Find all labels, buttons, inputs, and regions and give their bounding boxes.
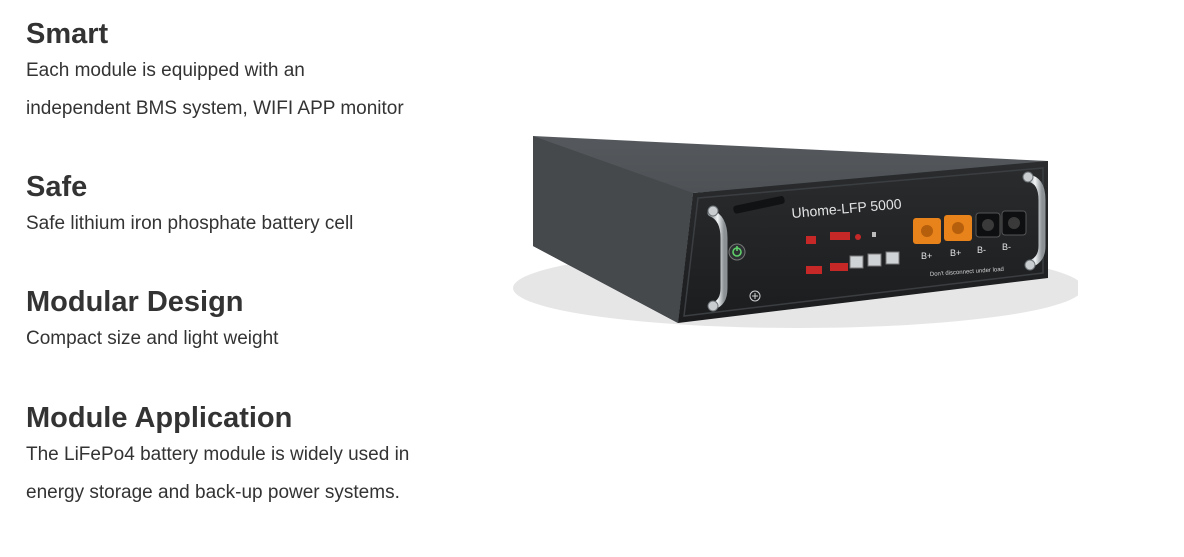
warning-text: Don't disconnect under load xyxy=(930,267,1004,278)
power-button-icon xyxy=(728,243,746,261)
feature-smart: Smart Each module is equipped with an in… xyxy=(26,16,496,128)
wifi-antenna-icon xyxy=(733,196,785,214)
terminal-label: B- xyxy=(1002,242,1011,252)
case-side xyxy=(533,136,693,323)
terminal-label: B+ xyxy=(921,251,932,261)
feature-text: Compact size and light weight xyxy=(26,328,279,349)
feature-text: energy storage and back-up power systems… xyxy=(26,482,400,503)
feature-text: Safe lithium iron phosphate battery cell xyxy=(26,213,354,234)
feature-text: independent BMS system, WIFI APP monitor xyxy=(26,98,404,119)
power-terminals xyxy=(913,210,1027,244)
ground-icon xyxy=(749,290,761,302)
right-handle xyxy=(1024,174,1046,268)
communication-ports xyxy=(849,251,900,269)
terminal-label: B- xyxy=(977,245,986,255)
dip-switches xyxy=(806,232,876,274)
feature-safe: Safe Safe lithium iron phosphate battery… xyxy=(26,169,496,243)
feature-title: Module Application xyxy=(26,402,293,434)
feature-module-application: Module Application The LiFePo4 battery m… xyxy=(26,400,496,512)
battery-module-image: Uhome-LFP 5000 B+ B+ B- B- Don't disconn… xyxy=(513,136,1078,328)
feature-title: Safe xyxy=(26,171,88,203)
terminal-label: B+ xyxy=(950,248,961,258)
feature-title: Modular Design xyxy=(26,286,244,318)
left-handle xyxy=(707,209,728,310)
feature-text: The LiFePo4 battery module is widely use… xyxy=(26,444,410,465)
feature-title: Smart xyxy=(26,18,109,50)
feature-text: Each module is equipped with an xyxy=(26,60,305,81)
feature-modular-design: Modular Design Compact size and light we… xyxy=(26,284,496,358)
